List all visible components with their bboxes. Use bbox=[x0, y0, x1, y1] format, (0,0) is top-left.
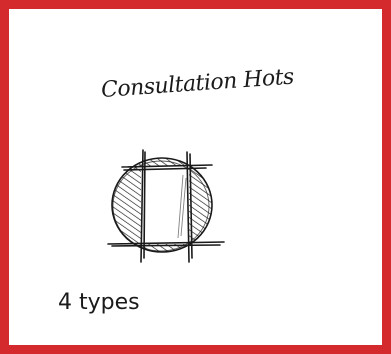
caption: 4 types bbox=[58, 290, 140, 315]
